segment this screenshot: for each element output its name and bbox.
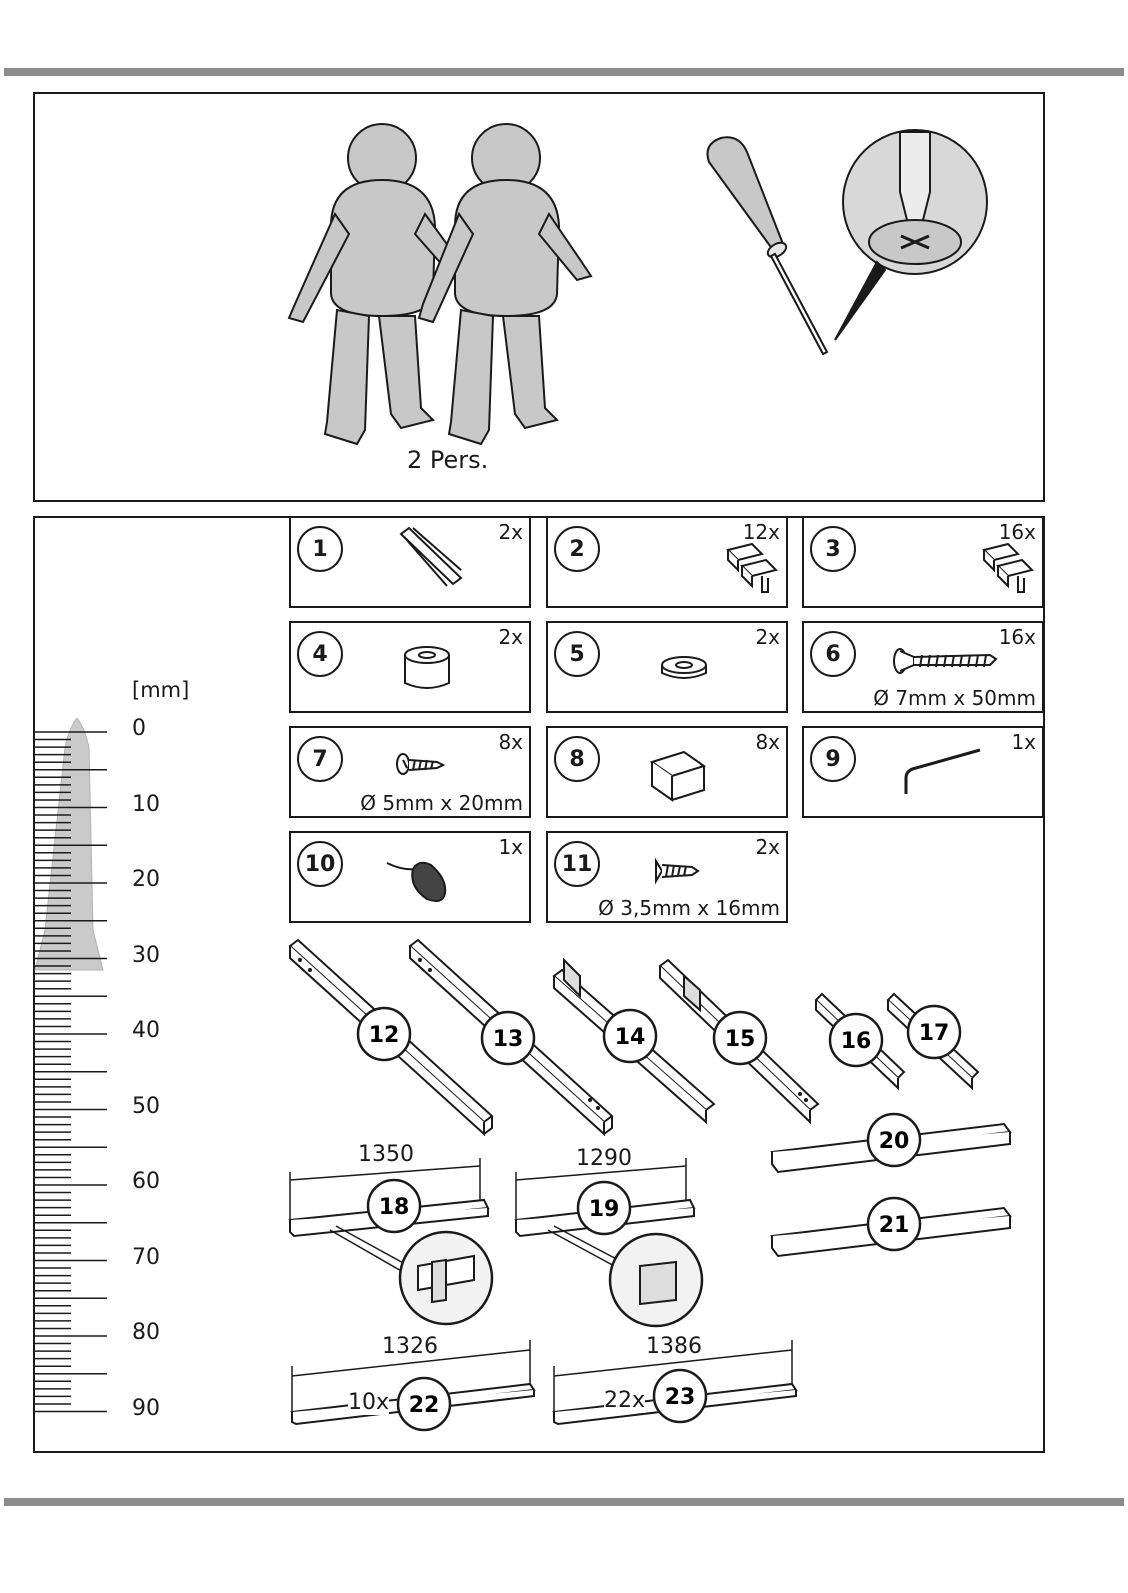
part-label-20: 20 <box>879 1129 910 1154</box>
dim-part23: 1386 <box>646 1334 702 1359</box>
count-part23: 22x <box>604 1388 645 1413</box>
dim-part19: 1290 <box>576 1146 632 1171</box>
count-part22: 10x <box>348 1390 389 1415</box>
part-label-12: 12 <box>369 1023 400 1048</box>
part-label-13: 13 <box>493 1027 524 1052</box>
part-label-16: 16 <box>841 1029 872 1054</box>
part-label-15: 15 <box>725 1027 756 1052</box>
dim-part18: 1350 <box>358 1142 414 1167</box>
part-label-22: 22 <box>409 1393 440 1418</box>
part-label-14: 14 <box>615 1025 646 1050</box>
part-label-21: 21 <box>879 1213 910 1238</box>
part-label-18: 18 <box>379 1195 410 1220</box>
dim-part22: 1326 <box>382 1334 438 1359</box>
part-label-23: 23 <box>665 1385 696 1410</box>
part-label-17: 17 <box>919 1021 950 1046</box>
part-label-19: 19 <box>589 1197 620 1222</box>
